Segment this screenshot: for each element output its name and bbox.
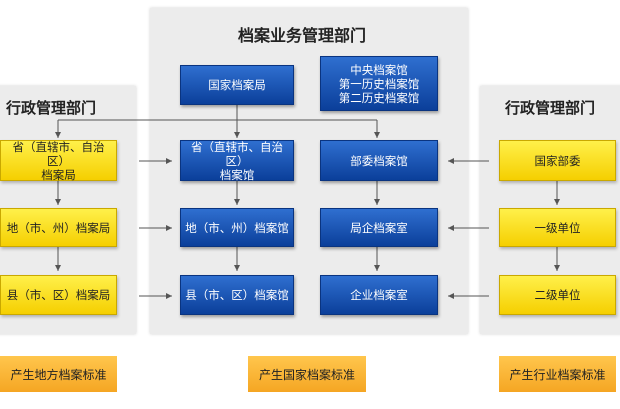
left-panel-title: 行政管理部门 xyxy=(6,99,97,117)
provincial-archives-box: 省（直辖市、自治区） 档案馆 xyxy=(180,139,294,182)
national-ministry-box: 国家部委 xyxy=(499,140,616,181)
enterprise-room-box: 企业档案室 xyxy=(320,275,438,315)
provincial-bureau-box: 省（直辖市、自治区） 档案局 xyxy=(0,139,117,182)
local-standard-label: 产生地方档案标准 xyxy=(0,356,117,392)
provincial-archives-line2: 档案馆 xyxy=(219,167,255,182)
county-archives-box: 县（市、区）档案馆 xyxy=(180,275,294,315)
second-level-unit-box: 二级单位 xyxy=(499,275,616,315)
provincial-bureau-line2: 档案局 xyxy=(41,167,76,182)
provincial-bureau-line1: 省（直辖市、自治区） xyxy=(12,139,105,168)
ministry-archives-box: 部委档案馆 xyxy=(320,140,438,181)
central-archives-line3: 第二历史档案馆 xyxy=(338,90,420,105)
national-archives-bureau-box: 国家档案局 xyxy=(180,65,294,105)
provincial-archives-line1: 省（直辖市、自治区） xyxy=(191,139,283,168)
central-archives-line2: 第一历史档案馆 xyxy=(338,76,420,91)
city-bureau-box: 地（市、州）档案局 xyxy=(0,208,117,247)
industry-standard-label: 产生行业档案标准 xyxy=(499,356,616,392)
county-bureau-box: 县（市、区）档案局 xyxy=(0,275,117,315)
city-archives-box: 地（市、州）档案馆 xyxy=(180,208,294,247)
first-level-unit-box: 一级单位 xyxy=(499,208,616,247)
center-panel-title: 档案业务管理部门 xyxy=(238,26,367,45)
national-standard-label: 产生国家档案标准 xyxy=(248,356,366,392)
bureau-enterprise-room-box: 局企档案室 xyxy=(320,208,438,247)
central-archives-box: 中央档案馆 第一历史档案馆 第二历史档案馆 xyxy=(320,56,438,111)
right-panel-title: 行政管理部门 xyxy=(505,99,596,117)
central-archives-line1: 中央档案馆 xyxy=(350,62,408,77)
